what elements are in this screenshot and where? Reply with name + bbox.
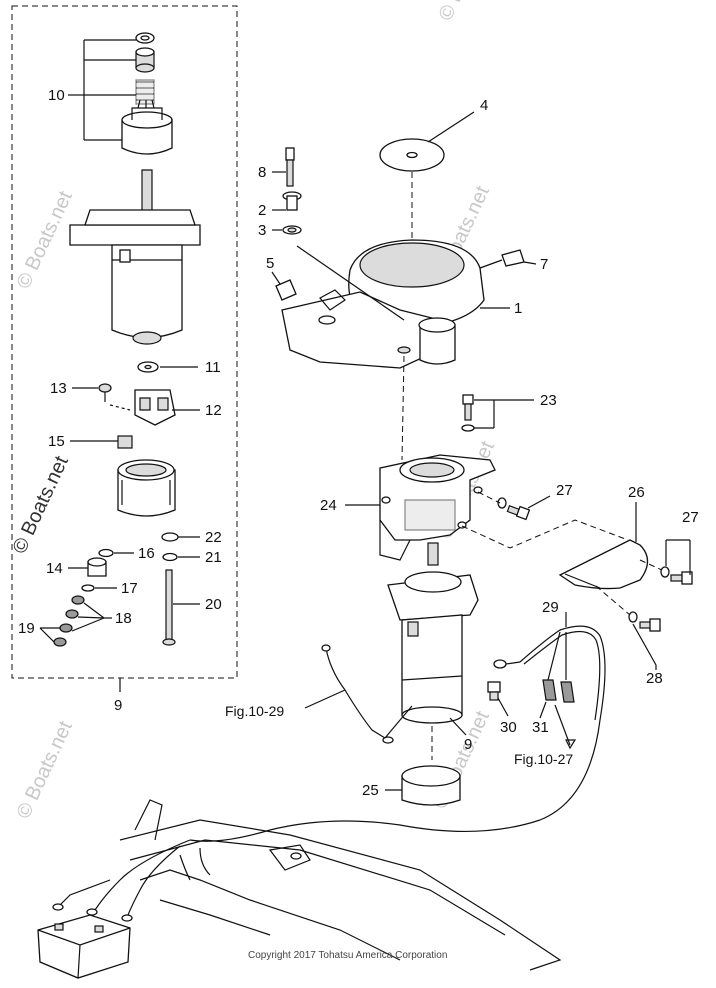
callout-22: 22 xyxy=(205,529,222,546)
callout-8: 8 xyxy=(258,164,266,181)
watermark-left-dark: © Boats.net xyxy=(9,452,73,557)
callout-9-motor: 9 xyxy=(464,736,472,753)
starter-motor-assembled: 9 xyxy=(387,542,479,760)
callout-28: 28 xyxy=(646,670,663,687)
callout-29: 29 xyxy=(542,599,559,616)
callout-19: 19 xyxy=(18,620,35,637)
callout-15: 15 xyxy=(48,433,65,450)
bolt-28: 28 xyxy=(595,585,663,687)
callout-16: 16 xyxy=(138,545,155,562)
callout-4: 4 xyxy=(480,97,488,114)
battery-cable-29: 29 30 31 Fig.10-27 xyxy=(189,599,606,842)
ref-fig-10-27: Fig.10-27 xyxy=(514,751,573,767)
callout-25: 25 xyxy=(362,782,379,799)
callout-30: 30 xyxy=(500,719,517,736)
copyright: Copyright 2017 Tohatsu America Corporati… xyxy=(248,950,447,961)
watermark-left-bottom: © Boats.net xyxy=(13,717,77,822)
starter-motor-exploded: 10 11 12 13 15 xyxy=(18,32,222,647)
callout-14: 14 xyxy=(46,560,63,577)
callout-18: 18 xyxy=(115,610,132,627)
callout-2: 2 xyxy=(258,202,266,219)
callout-3: 3 xyxy=(258,222,266,239)
lead-wire-fig-10-29: Fig.10-29 xyxy=(225,644,413,744)
callout-7: 7 xyxy=(540,256,548,273)
callout-24: 24 xyxy=(320,497,337,514)
callout-12: 12 xyxy=(205,402,222,419)
strap-26: 26 xyxy=(558,484,649,590)
callout-1: 1 xyxy=(514,300,522,317)
callout-31: 31 xyxy=(532,719,549,736)
callout-11: 11 xyxy=(205,359,221,376)
watermark-top-right: © Boats.net xyxy=(435,0,499,24)
callout-10: 10 xyxy=(48,87,65,104)
starter-bracket-24: 24 xyxy=(320,454,496,561)
bolt-27-right: 27 xyxy=(639,509,699,585)
bolt-23-set: 23 xyxy=(461,392,557,432)
callout-9-group: 9 xyxy=(114,697,122,714)
watermark-left-top: © Boats.net xyxy=(13,187,77,292)
hull-and-battery xyxy=(37,799,562,979)
callout-27-top: 27 xyxy=(556,482,573,499)
callout-27-right: 27 xyxy=(682,509,699,526)
callout-23: 23 xyxy=(540,392,557,409)
callout-26: 26 xyxy=(628,484,645,501)
callout-13: 13 xyxy=(50,380,67,397)
starter-group-box xyxy=(11,5,238,679)
bolt-27-top: 27 xyxy=(477,482,573,521)
callout-20: 20 xyxy=(205,596,222,613)
ref-fig-10-29: Fig.10-29 xyxy=(225,703,284,719)
callout-21: 21 xyxy=(205,549,222,566)
flywheel-cover-assembly: 8 2 3 4 1 5 7 xyxy=(258,97,548,369)
cover-25: 25 xyxy=(362,765,461,806)
callout-5: 5 xyxy=(266,255,274,272)
callout-17: 17 xyxy=(121,580,138,597)
